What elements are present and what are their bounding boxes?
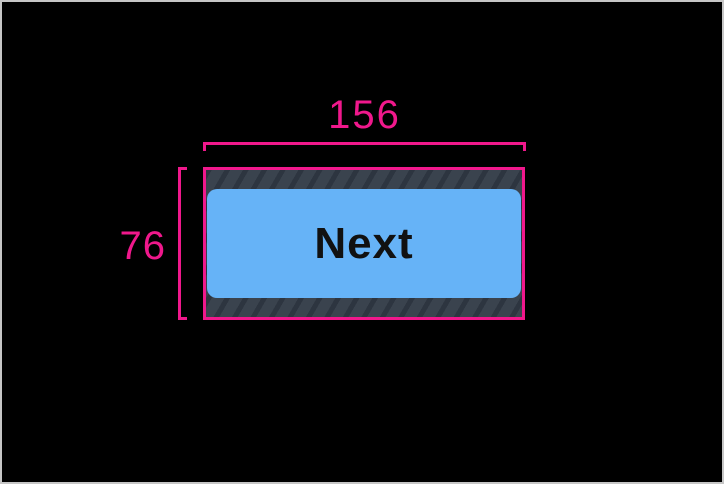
width-measure-bracket [203, 142, 526, 151]
width-dimension-label: 156 [328, 93, 401, 137]
height-dimension-label: 76 [119, 224, 166, 268]
tap-target-highlight: Next [203, 167, 525, 320]
height-measure-bracket [178, 167, 187, 320]
next-button[interactable]: Next [207, 189, 521, 298]
